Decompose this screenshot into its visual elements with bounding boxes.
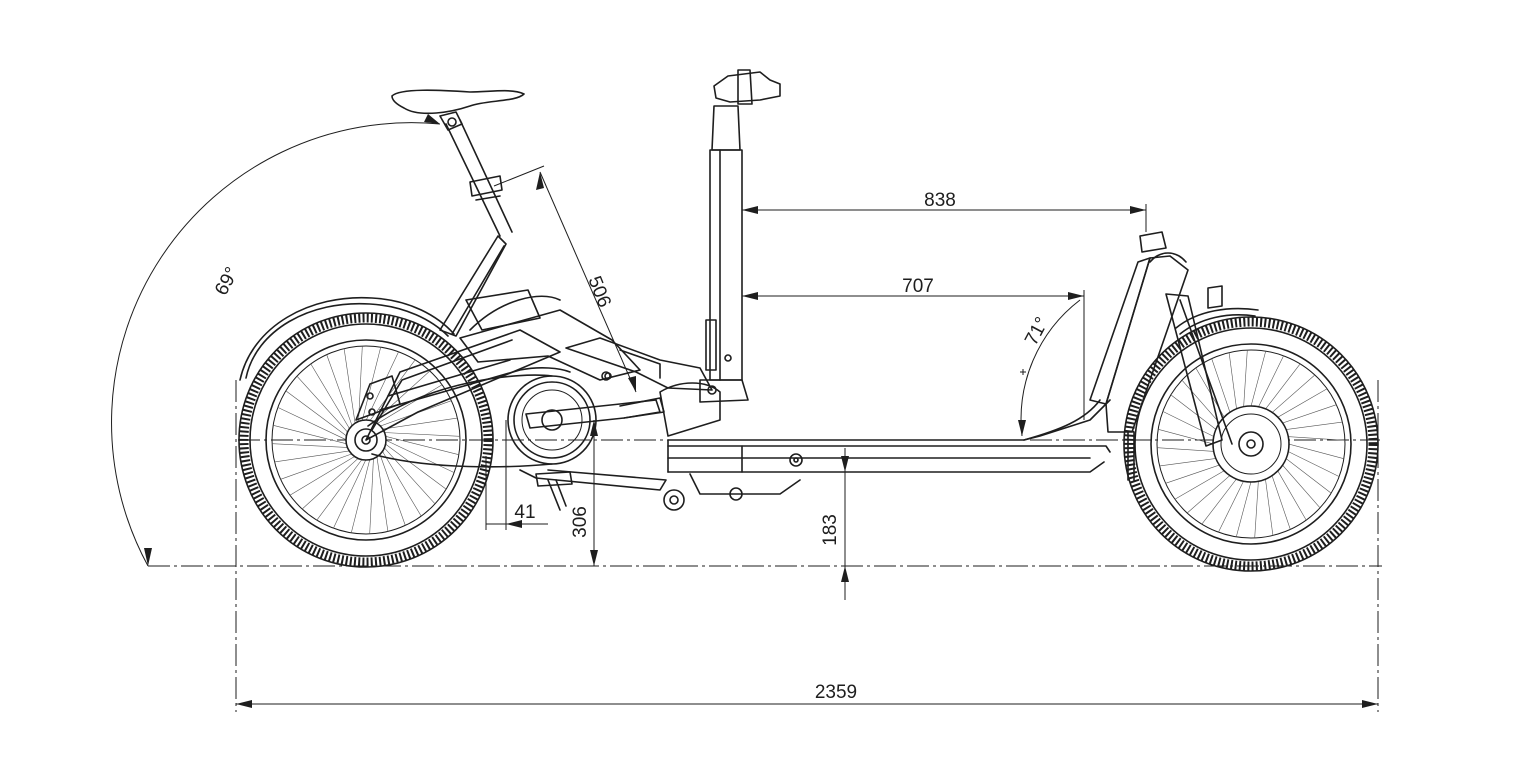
spoke xyxy=(274,449,357,463)
spoke xyxy=(360,347,381,428)
spoke xyxy=(377,431,460,437)
fenders xyxy=(239,296,1259,481)
spoke xyxy=(333,453,369,529)
spoke xyxy=(357,346,363,429)
spoke xyxy=(379,437,455,473)
spoke xyxy=(377,447,406,526)
spoke xyxy=(316,453,367,521)
spoke xyxy=(280,451,359,480)
spoke xyxy=(310,363,354,435)
spoke xyxy=(289,452,361,496)
spoke xyxy=(277,407,353,443)
rear-frame xyxy=(355,235,641,441)
seat-assembly xyxy=(391,89,525,237)
rear-wheel-spokes xyxy=(272,346,460,534)
angle-seat: 69° xyxy=(211,264,243,299)
spoke xyxy=(378,434,459,455)
drivetrain xyxy=(367,337,713,511)
spoke xyxy=(273,425,354,446)
spoke xyxy=(378,445,422,517)
angle-head: 71° xyxy=(1021,314,1053,349)
spoke xyxy=(351,452,372,533)
spoke xyxy=(379,439,447,490)
dim-cargo-length-bottom: 707 xyxy=(902,276,934,297)
spoke xyxy=(379,442,436,505)
mid-post xyxy=(659,69,781,437)
spoke xyxy=(296,375,353,438)
rear-wheel xyxy=(238,312,494,568)
dim-ground-clearance: 183 xyxy=(820,514,841,546)
front-wheel xyxy=(1123,316,1379,572)
front-head-assembly xyxy=(1089,231,1233,447)
dim-bb-height: 306 xyxy=(570,506,591,538)
spoke xyxy=(375,449,389,532)
spoke xyxy=(343,348,357,431)
spoke xyxy=(301,453,364,510)
dimension-lines xyxy=(111,114,1378,708)
cargo-beam xyxy=(667,399,1111,501)
dim-seat-tube-length: 506 xyxy=(583,273,614,310)
dim-cargo-length-top: 838 xyxy=(924,190,956,211)
dim-overall-length: 2359 xyxy=(815,682,857,703)
spoke xyxy=(371,384,443,428)
spoke xyxy=(326,354,355,433)
spoke xyxy=(369,451,375,534)
dim-bb-drop: 41 xyxy=(514,502,535,523)
spoke xyxy=(285,390,353,441)
spoke xyxy=(272,443,355,449)
